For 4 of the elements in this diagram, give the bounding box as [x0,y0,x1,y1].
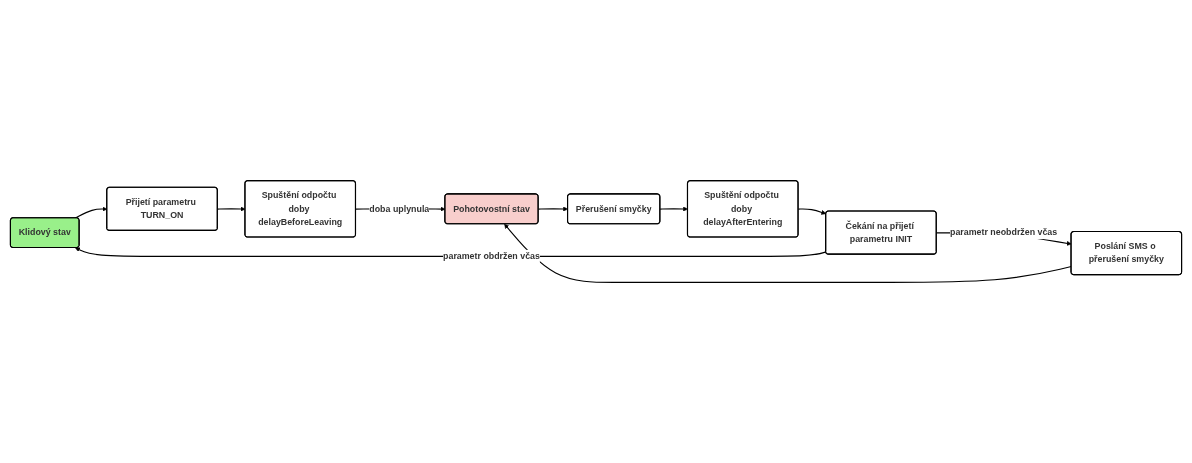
edge-label: parametr obdržen včas [443,251,540,261]
arrow [659,206,688,212]
edge-label: doba uplynula [369,203,430,214]
edge-label: parametr neobdržen včas [950,227,1058,238]
